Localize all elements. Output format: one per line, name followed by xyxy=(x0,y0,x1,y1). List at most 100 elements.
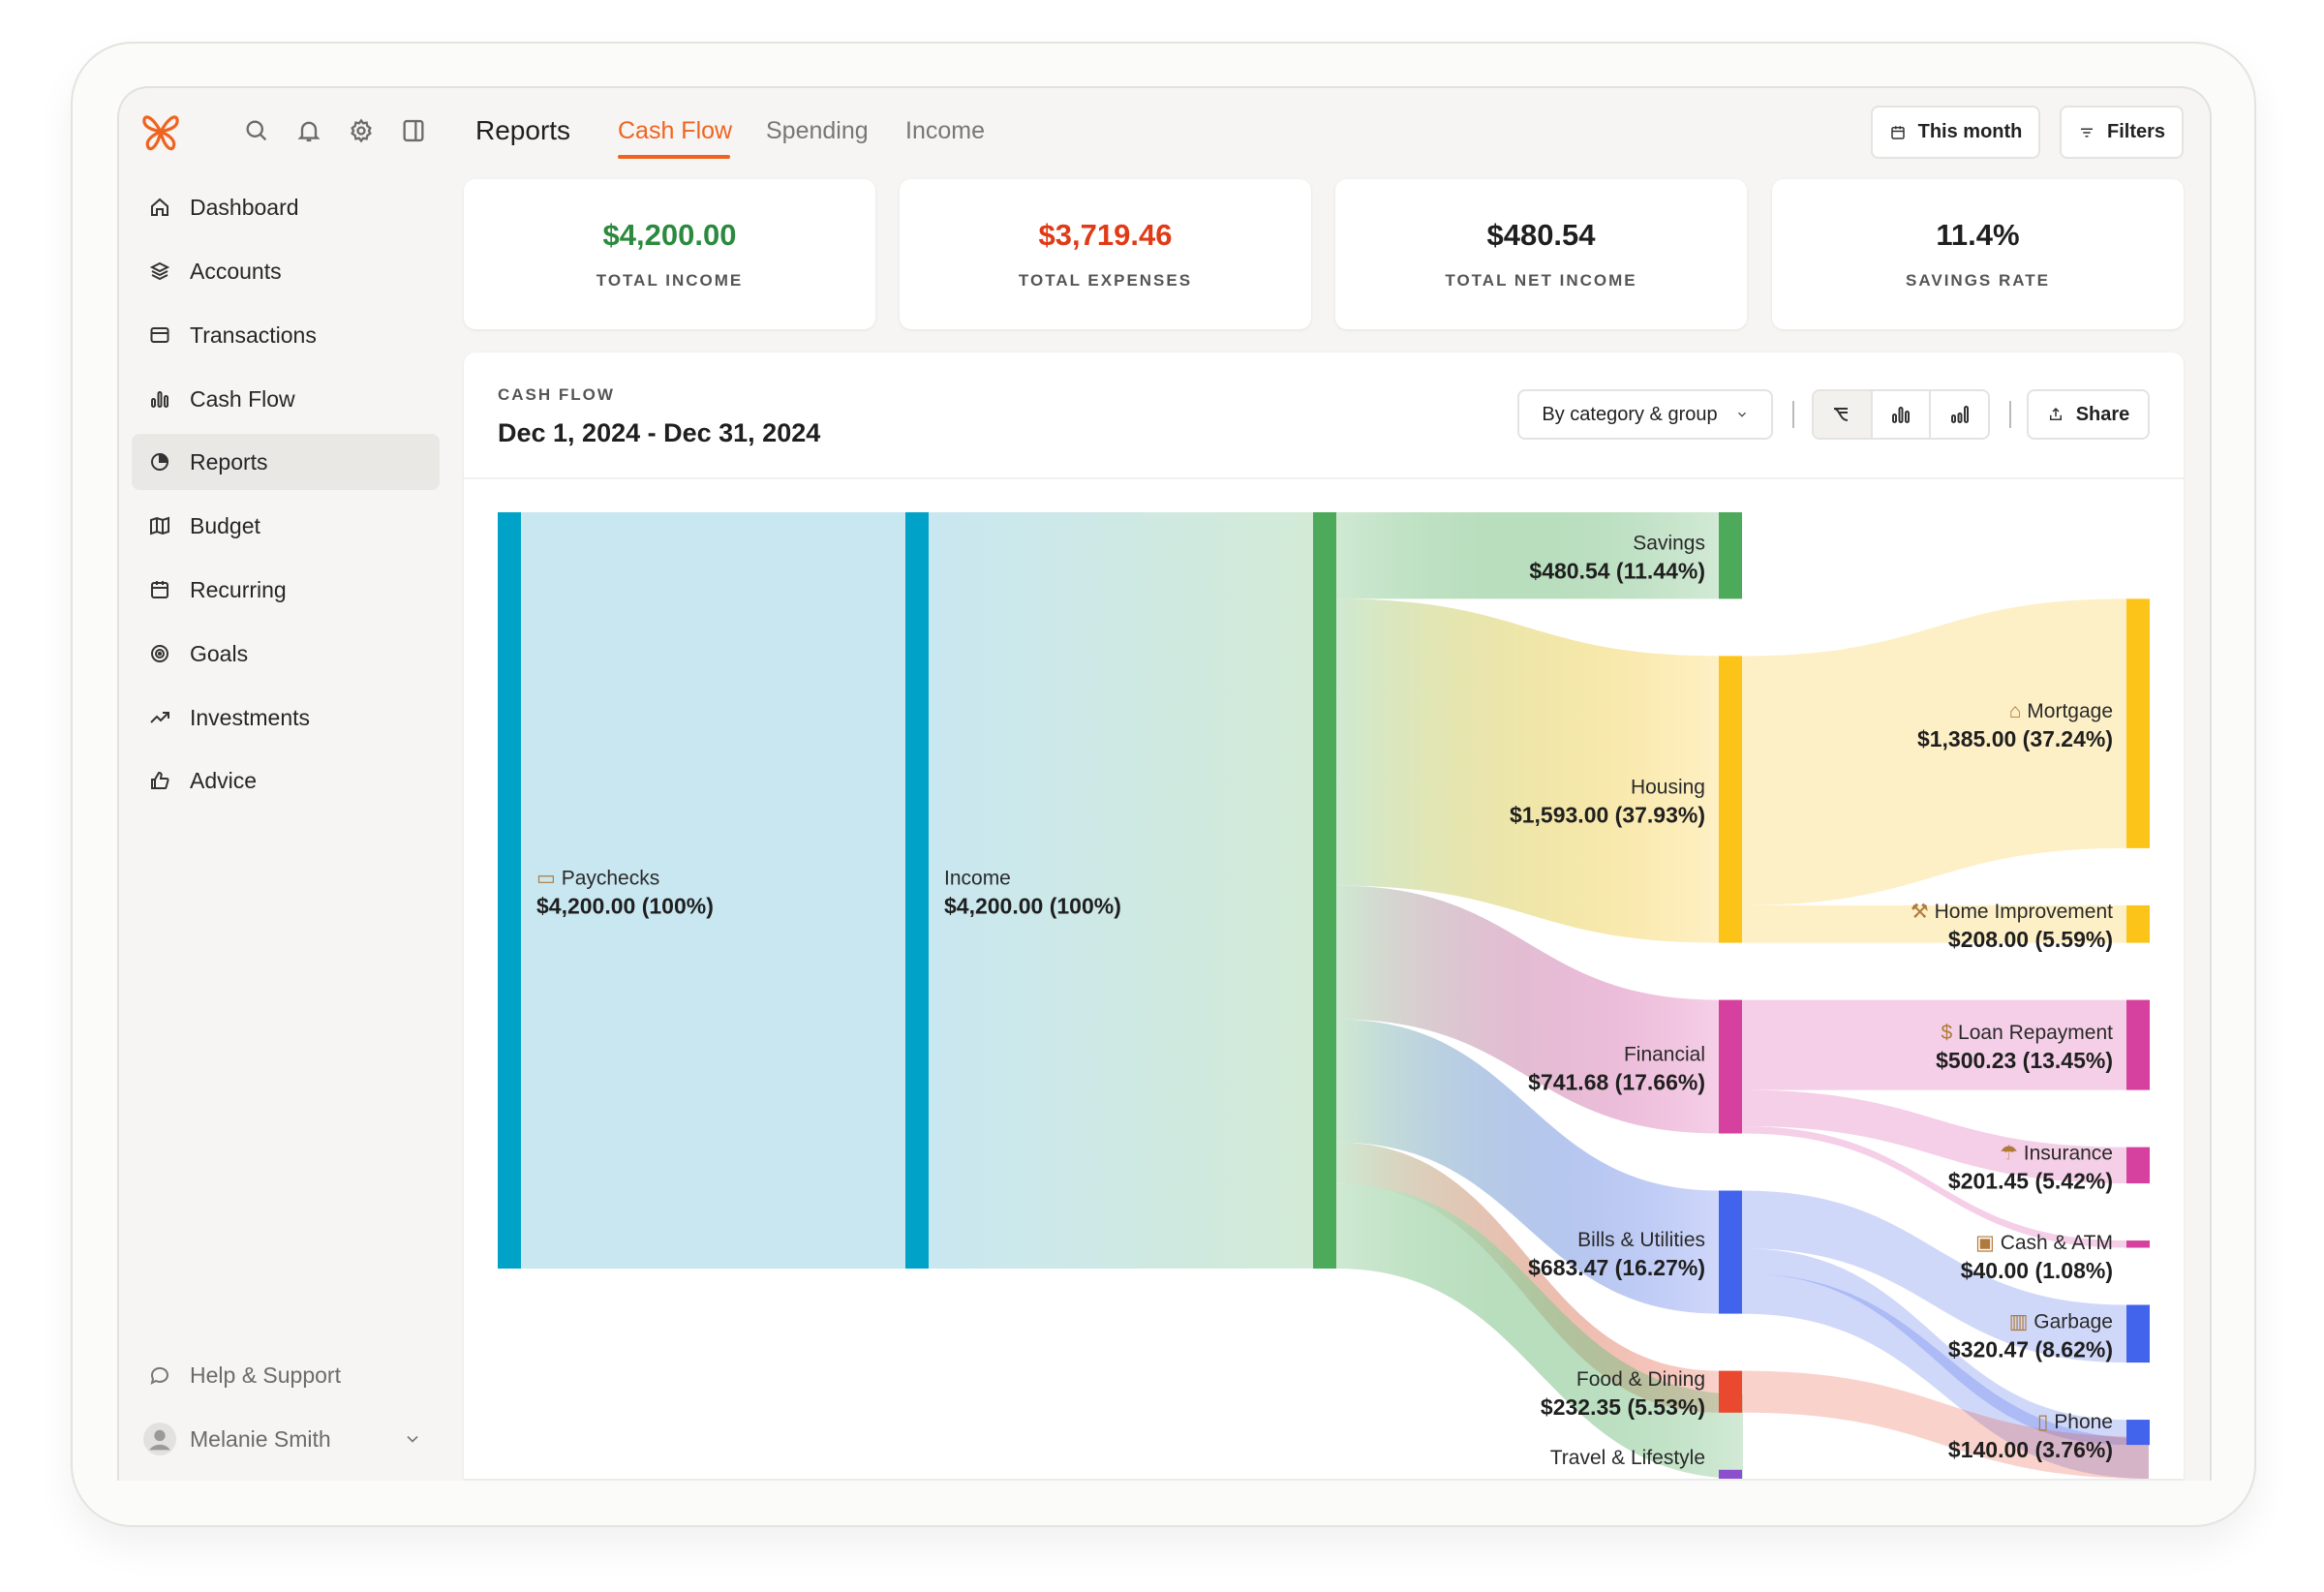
sankey-node-loan[interactable] xyxy=(2126,999,2150,1090)
pie-chart-icon xyxy=(151,452,169,471)
sankey-value-food: $232.35 (5.53%) xyxy=(1541,1394,1705,1420)
sidebar-item-accounts[interactable]: Accounts xyxy=(132,243,440,299)
sidebar-item-label: Transactions xyxy=(190,321,317,348)
sankey-link-financial-cash xyxy=(1742,1126,2126,1248)
tab-income[interactable]: Income xyxy=(905,117,985,144)
user-menu[interactable]: Melanie Smith xyxy=(132,1411,440,1467)
sankey-label-garbage: ▥ Garbage xyxy=(2009,1310,2113,1332)
sankey-value-loan: $500.23 (13.45%) xyxy=(1936,1048,2113,1073)
sankey-node-food[interactable] xyxy=(1719,1370,1742,1413)
sankey-link-bills-more xyxy=(1742,1273,2149,1479)
stat-label: TOTAL INCOME xyxy=(596,271,744,290)
sidebar-item-transactions[interactable]: Transactions xyxy=(132,307,440,363)
target-icon xyxy=(151,645,168,662)
stat-value: $480.54 xyxy=(1486,218,1596,252)
sankey-label-cash: ▣ Cash & ATM xyxy=(1975,1232,2113,1254)
sankey-node-mortgage[interactable] xyxy=(2126,598,2150,848)
sankey-link-total-savings xyxy=(1336,512,1719,599)
sidebar-item-label: Goals xyxy=(190,640,249,666)
divider xyxy=(2009,401,2011,428)
sankey-node-paychecks[interactable] xyxy=(498,512,521,1269)
date-range-button[interactable]: This month xyxy=(1871,106,2040,159)
phone-icon: ▯ xyxy=(2037,1411,2054,1433)
help-support-label: Help & Support xyxy=(190,1362,341,1388)
sankey-label-phone: ▯ Phone xyxy=(2037,1411,2113,1433)
bell-icon[interactable] xyxy=(295,117,322,144)
sankey-link-bills-phone xyxy=(1742,1248,2126,1446)
stat-card: 11.4% SAVINGS RATE xyxy=(1772,179,2184,329)
sidebar-item-recurring[interactable]: Recurring xyxy=(132,562,440,618)
sankey-node-homeimp[interactable] xyxy=(2126,904,2150,943)
filter-icon xyxy=(2080,128,2093,137)
sankey-link-food-more xyxy=(1742,1370,2149,1479)
bar-chart-icon xyxy=(1892,407,1910,423)
sankey-label-homeimp: ⚒ Home Improvement xyxy=(1911,901,2113,923)
avatar xyxy=(143,1423,176,1455)
sidebar-item-label: Reports xyxy=(190,448,268,475)
group-by-select[interactable]: By category & group xyxy=(1517,389,1773,440)
calendar-icon xyxy=(151,581,168,598)
home-icon xyxy=(151,198,168,216)
tab-cash-flow[interactable]: Cash Flow xyxy=(618,117,733,144)
stacked-view-button[interactable] xyxy=(1931,391,1988,438)
sidebar-item-dashboard[interactable]: Dashboard xyxy=(132,179,440,235)
sankey-label-mortgage: ⌂ Mortgage xyxy=(2009,700,2113,722)
search-icon[interactable] xyxy=(243,117,270,144)
help-support-link[interactable]: Help & Support xyxy=(132,1347,440,1403)
sankey-node-insurance[interactable] xyxy=(2126,1147,2150,1184)
node-name: Phone xyxy=(2054,1411,2113,1433)
gear-icon[interactable] xyxy=(348,117,375,144)
sankey-node-savings[interactable] xyxy=(1719,512,1742,599)
sankey-value-bills: $683.47 (16.27%) xyxy=(1528,1255,1705,1280)
filters-label: Filters xyxy=(2106,121,2166,142)
sankey-node-travel[interactable] xyxy=(1719,1469,1742,1479)
divider xyxy=(1792,401,1794,428)
sankey-chart: ▭ Paychecks$4,200.00 (100%)Income$4,200.… xyxy=(464,479,2184,1479)
sankey-node-phone[interactable] xyxy=(2126,1420,2150,1446)
sidebar-toggle-icon[interactable] xyxy=(400,117,427,144)
bar-view-button[interactable] xyxy=(1873,391,1932,438)
sankey-node-garbage[interactable] xyxy=(2126,1304,2150,1363)
stat-card: $4,200.00 TOTAL INCOME xyxy=(464,179,875,329)
sidebar-item-label: Budget xyxy=(190,512,260,538)
sankey-icon xyxy=(1834,408,1849,421)
sankey-node-financial[interactable] xyxy=(1719,999,1742,1134)
sankey-value-mortgage: $1,385.00 (37.24%) xyxy=(1917,726,2113,751)
sidebar-item-label: Recurring xyxy=(190,576,287,602)
sankey-node-cash[interactable] xyxy=(2126,1240,2150,1248)
sankey-node-total[interactable] xyxy=(1313,512,1336,1269)
sidebar-item-budget[interactable]: Budget xyxy=(132,498,440,554)
sidebar-item-label: Investments xyxy=(190,704,310,730)
stat-label: TOTAL NET INCOME xyxy=(1445,271,1637,290)
sankey-value-financial: $741.68 (17.66%) xyxy=(1528,1070,1705,1095)
sankey-node-income[interactable] xyxy=(905,512,929,1269)
sidebar-item-advice[interactable]: Advice xyxy=(132,752,440,809)
share-button[interactable]: Share xyxy=(2027,389,2150,440)
sankey-label-insurance: ☂ Insurance xyxy=(2000,1142,2113,1164)
logo-icon[interactable] xyxy=(141,110,180,153)
sankey-link-total-financial xyxy=(1336,885,1719,1134)
sankey-value-phone: $140.00 (3.76%) xyxy=(1948,1437,2113,1462)
chevron-down-icon xyxy=(407,1435,418,1443)
stat-label: SAVINGS RATE xyxy=(1906,271,2050,290)
sankey-label-loan: $ Loan Repayment xyxy=(1942,1022,2114,1044)
node-name: Home Improvement xyxy=(1935,901,2114,923)
share-label: Share xyxy=(2075,403,2130,425)
sidebar-item-cash-flow[interactable]: Cash Flow xyxy=(132,371,440,427)
date-range-text: Dec 1, 2024 - Dec 31, 2024 xyxy=(498,418,821,447)
sidebar-item-reports[interactable]: Reports xyxy=(132,434,440,490)
sankey-value-homeimp: $208.00 (5.59%) xyxy=(1948,927,2113,952)
tab-spending[interactable]: Spending xyxy=(766,117,869,144)
sankey-label-financial: Financial xyxy=(1624,1044,1705,1066)
sankey-view-button[interactable] xyxy=(1814,391,1873,438)
sidebar-item-goals[interactable]: Goals xyxy=(132,626,440,682)
sidebar-item-investments[interactable]: Investments xyxy=(132,689,440,746)
filters-button[interactable]: Filters xyxy=(2060,106,2184,159)
chevron-down-icon xyxy=(1737,412,1746,417)
sankey-value-garbage: $320.47 (8.62%) xyxy=(1948,1336,2113,1362)
sankey-node-housing[interactable] xyxy=(1719,656,1742,943)
sankey-node-bills[interactable] xyxy=(1719,1190,1742,1314)
sankey-link-income-total xyxy=(929,512,1313,1269)
stat-label: TOTAL EXPENSES xyxy=(1018,271,1193,290)
node-name: Insurance xyxy=(2024,1142,2113,1164)
